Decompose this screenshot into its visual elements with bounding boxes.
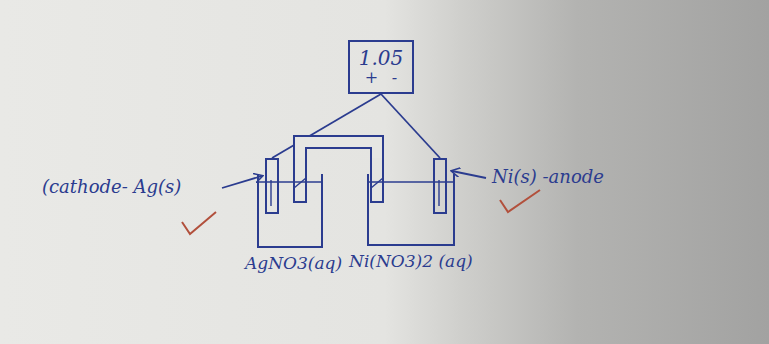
beaker: Ni(NO3)2 (aq) [365, 158, 457, 248]
check-mark [182, 212, 216, 234]
voltmeter-box: 1.05+- [348, 40, 414, 94]
solution-label: AgNO3(aq) [245, 253, 342, 273]
leader-arrow [222, 176, 262, 188]
solution-label: Ni(NO3)2 (aq) [349, 251, 473, 271]
leader-arrow [452, 171, 486, 178]
voltage-reading: 1.05 [350, 42, 412, 70]
connector [272, 94, 381, 158]
connector [300, 142, 377, 158]
electrode-label: Ni(s) -anode [492, 166, 604, 187]
check-mark [500, 190, 540, 212]
connector [381, 94, 440, 158]
beaker-outline [365, 158, 457, 248]
terminal-sign: + [365, 70, 378, 86]
beaker: AgNO3(aq) [255, 158, 325, 250]
terminal-sign: - [392, 70, 397, 86]
beaker-outline [255, 158, 325, 250]
electrode-label: (cathode- Ag(s) [42, 176, 181, 197]
